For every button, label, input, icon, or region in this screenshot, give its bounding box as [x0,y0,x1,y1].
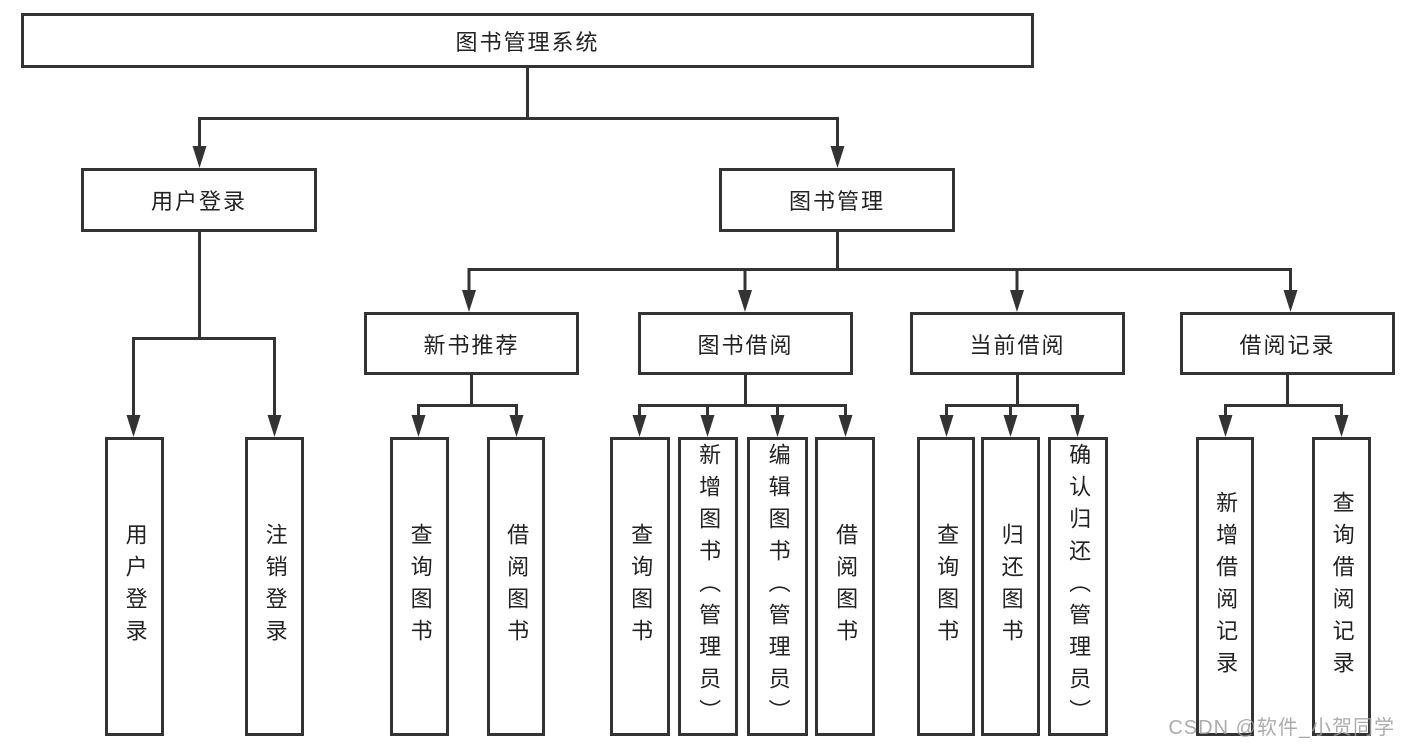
leaf-logout: 注销登录 [245,437,304,736]
node-new-book-recommend: 新书推荐 [364,312,579,375]
node-root-label: 图书管理系统 [455,29,600,55]
leaf-user-login-label: 用户登录 [122,522,148,651]
node-current-borrow-label: 当前借阅 [969,332,1066,358]
node-book-management-label: 图书管理 [788,189,885,214]
leaf-newbook-query: 查询图书 [390,437,449,736]
leaf-logout-label: 注销登录 [262,522,288,651]
leaf-borrow-edit-admin-label: 编辑图书（管理员） [765,442,791,731]
node-borrow-records: 借阅记录 [1180,312,1395,375]
node-new-book-recommend-label: 新书推荐 [423,332,520,358]
leaf-borrow-query: 查询图书 [610,437,670,736]
leaf-records-query: 查询借阅记录 [1312,437,1371,736]
leaf-borrow-query-label: 查询图书 [628,522,654,651]
node-root: 图书管理系统 [21,13,1034,68]
leaf-borrow-add-admin-label: 新增图书（管理员） [696,442,722,731]
arrowhead-icons [126,146,1349,437]
leaf-current-confirm-admin: 确认归还（管理员） [1048,437,1108,736]
leaf-current-return: 归还图书 [981,437,1040,736]
leaf-current-confirm-admin-label: 确认归还（管理员） [1066,442,1092,731]
node-user-login: 用户登录 [81,168,317,232]
node-current-borrow: 当前借阅 [910,312,1125,375]
watermark: CSDN @软件_小贺同学 [1168,717,1395,739]
leaf-records-add-label: 新增借阅记录 [1213,490,1239,683]
node-book-management: 图书管理 [719,168,955,232]
leaf-user-login: 用户登录 [105,437,164,736]
leaf-current-query: 查询图书 [917,437,975,736]
leaf-current-query-label: 查询图书 [934,522,960,651]
node-user-login-label: 用户登录 [150,189,247,214]
leaf-records-query-label: 查询借阅记录 [1329,490,1355,683]
leaf-borrow-borrow-label: 借阅图书 [833,522,859,651]
leaf-current-return-label: 归还图书 [998,522,1024,651]
leaf-newbook-borrow: 借阅图书 [487,437,545,736]
leaf-newbook-query-label: 查询图书 [407,522,433,651]
node-book-borrow: 图书借阅 [638,312,853,375]
leaf-newbook-borrow-label: 借阅图书 [504,522,530,651]
node-book-borrow-label: 图书借阅 [697,332,794,358]
leaf-borrow-borrow: 借阅图书 [815,437,875,736]
leaf-records-add: 新增借阅记录 [1196,437,1254,736]
node-borrow-records-label: 借阅记录 [1239,332,1336,358]
leaf-borrow-edit-admin: 编辑图书（管理员） [747,437,808,736]
leaf-borrow-add-admin: 新增图书（管理员） [678,437,738,736]
